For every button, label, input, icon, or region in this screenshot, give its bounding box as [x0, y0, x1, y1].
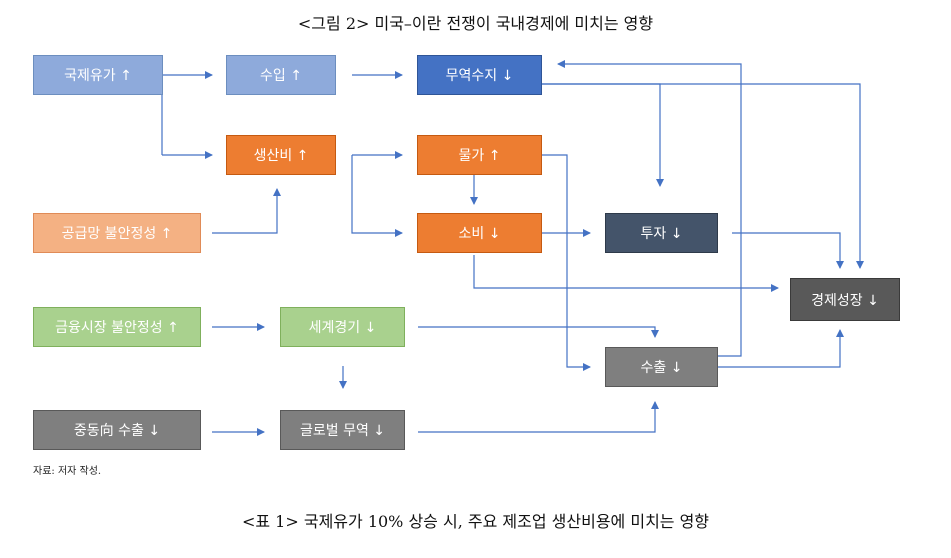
arrow-world-to-exports [418, 326, 659, 338]
arrow-cost-to-prices [351, 155, 403, 237]
source-note: 자료: 저자 작성. [33, 466, 102, 477]
table-title: <표 1> 국제유가 10% 상승 시, 주요 제조업 생산비용에 미치는 영향 [241, 512, 710, 531]
arrow-consumption-to-growth [473, 255, 779, 292]
node-global-trade: 글로벌 무역 ↓ [280, 410, 405, 450]
node-oil-price: 국제유가 ↑ [33, 55, 163, 95]
arrow-trade-to-growth [542, 83, 864, 269]
arrow-oil-to-imports [161, 71, 213, 155]
figure-title: <그림 2> 미국–이란 전쟁이 국내경제에 미치는 영향 [297, 14, 654, 33]
node-mideast-exports: 중동向 수출 ↓ [33, 410, 201, 450]
arrow-exports-to-growth [718, 329, 844, 368]
node-production-cost: 생산비 ↑ [226, 135, 336, 175]
arrow-investment-to-growth [732, 232, 844, 269]
node-financial-market: 금융시장 불안정성 ↑ [33, 307, 201, 347]
node-exports: 수출 ↓ [605, 347, 718, 387]
arrow-prices-to-exports [542, 154, 591, 371]
arrow-exports-to-trade [557, 60, 742, 357]
node-world-economy: 세계경기 ↓ [280, 307, 405, 347]
arrow-supply-to-cost [212, 188, 281, 234]
arrow-trade-to-investment [542, 83, 664, 187]
node-prices: 물가 ↑ [417, 135, 542, 175]
node-imports: 수입 ↑ [226, 55, 336, 95]
node-consumption: 소비 ↓ [417, 213, 542, 253]
node-trade-balance: 무역수지 ↓ [417, 55, 542, 95]
node-supply-chain: 공급망 불안정성 ↑ [33, 213, 201, 253]
arrow-trade-to-exports [418, 401, 659, 433]
node-investment: 투자 ↓ [605, 213, 718, 253]
node-growth: 경제성장 ↓ [790, 278, 900, 321]
